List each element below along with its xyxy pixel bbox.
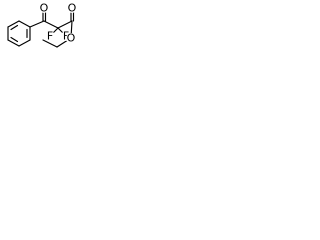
ketone-difluoro-bond: [43, 20, 59, 29]
ring-bond: [7, 39, 20, 47]
ring-double-bond: [10, 24, 19, 31]
difluoro-ester-bond: [57, 20, 73, 29]
ethyl-bond: [42, 39, 58, 48]
ester-ether-oxygen-label: O: [67, 32, 76, 45]
ester-carbonyl-oxygen-label: O: [68, 2, 77, 15]
ring-bond: [18, 20, 31, 28]
chemical-structure: O F F O O: [7, 2, 77, 48]
phenyl-carbonyl-bond: [29, 20, 45, 28]
ketone-oxygen-label: O: [40, 2, 49, 15]
benzene-ring: [7, 20, 31, 47]
fluorine-bond: [57, 27, 64, 34]
atom-label-background: [67, 3, 77, 13]
atom-label-background: [39, 3, 49, 13]
fluorine-label: F: [47, 30, 53, 43]
ester-group: O O: [66, 2, 77, 45]
ring-double-bond: [10, 36, 19, 43]
fluorine-label: F: [63, 30, 69, 43]
fluorine-bond: [52, 27, 59, 34]
ketone-group: O: [39, 2, 49, 22]
atom-label-background: [45, 31, 55, 41]
ring-bond: [7, 20, 20, 28]
atom-label-background: [66, 33, 76, 43]
ring-bond: [18, 39, 31, 47]
